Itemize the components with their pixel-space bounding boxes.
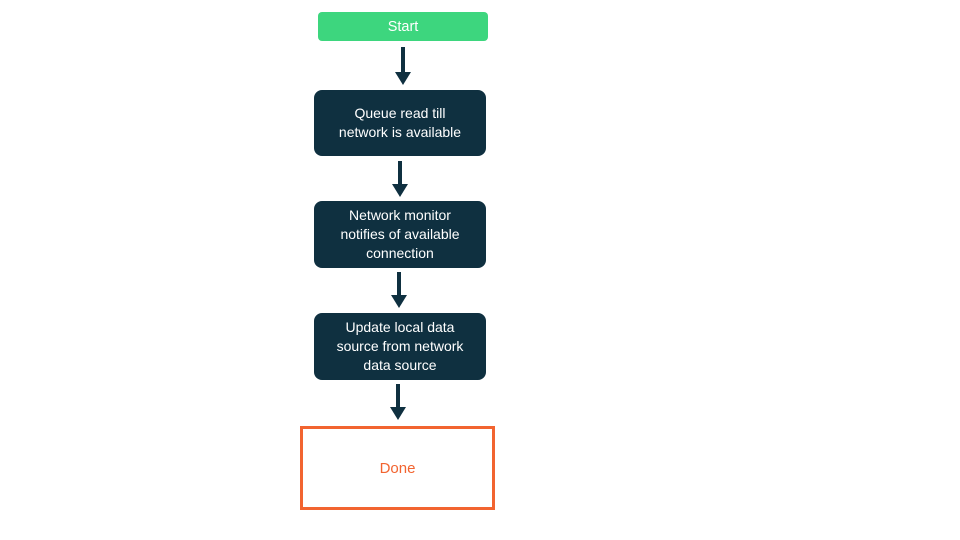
flow-node-network-monitor: Network monitor notifies of available co… [314,201,486,268]
flow-node-done: Done [300,426,495,510]
flow-node-update-local: Update local data source from network da… [314,313,486,380]
flow-node-start: Start [318,12,488,41]
arrow-head-icon [391,295,407,308]
flow-arrow-monitor-to-update [391,272,407,308]
flow-arrow-start-to-queue [395,47,411,85]
flow-node-queue-read: Queue read till network is available [314,90,486,156]
arrow-head-icon [395,72,411,85]
flow-arrow-queue-to-monitor [392,161,408,197]
arrow-stem [396,384,400,407]
arrow-head-icon [392,184,408,197]
arrow-head-icon [390,407,406,420]
arrow-stem [397,272,401,295]
arrow-stem [398,161,402,184]
flow-arrow-update-to-done [390,384,406,420]
arrow-stem [401,47,405,72]
